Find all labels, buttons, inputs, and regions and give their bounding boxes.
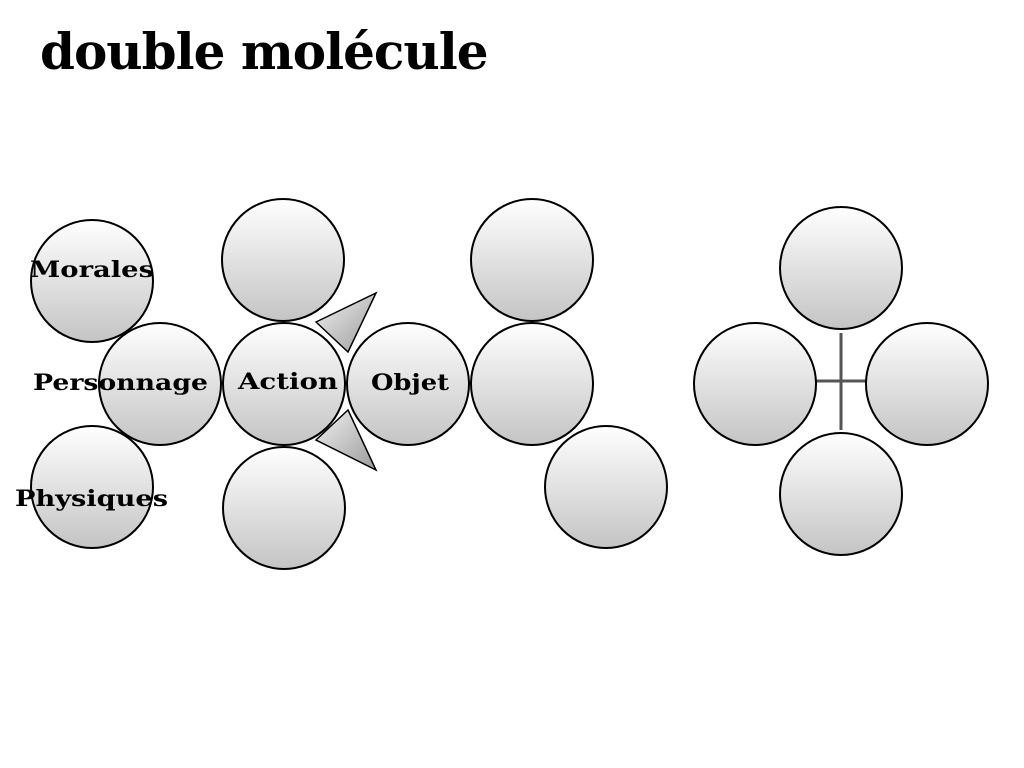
personnage-bubble: [98, 322, 222, 446]
middle-top-bubble: [470, 198, 594, 322]
middle-bottom-bubble: [544, 425, 668, 549]
slide-title: double molécule: [40, 22, 488, 81]
objet-bubble: [346, 322, 470, 446]
label-action: Action: [237, 369, 338, 395]
label-objet: Objet: [371, 370, 450, 396]
action-bottom-bubble: [222, 446, 346, 570]
action-bubble: [222, 322, 346, 446]
cross-left-bubble: [693, 322, 817, 446]
physiques-bubble: [30, 425, 154, 549]
label-morales: Morales: [30, 257, 154, 283]
arrow-down-icon: [314, 408, 378, 472]
middle-center-bubble: [470, 322, 594, 446]
action-top-bubble: [221, 198, 345, 322]
arrow-up-icon: [314, 291, 378, 354]
morales-bubble: [30, 219, 154, 343]
cross-top-bubble: [779, 206, 903, 330]
cross-right-bubble: [865, 322, 989, 446]
label-personnage: Personnage: [33, 370, 208, 396]
label-physiques: Physiques: [15, 486, 168, 512]
cross-bottom-bubble: [779, 432, 903, 556]
